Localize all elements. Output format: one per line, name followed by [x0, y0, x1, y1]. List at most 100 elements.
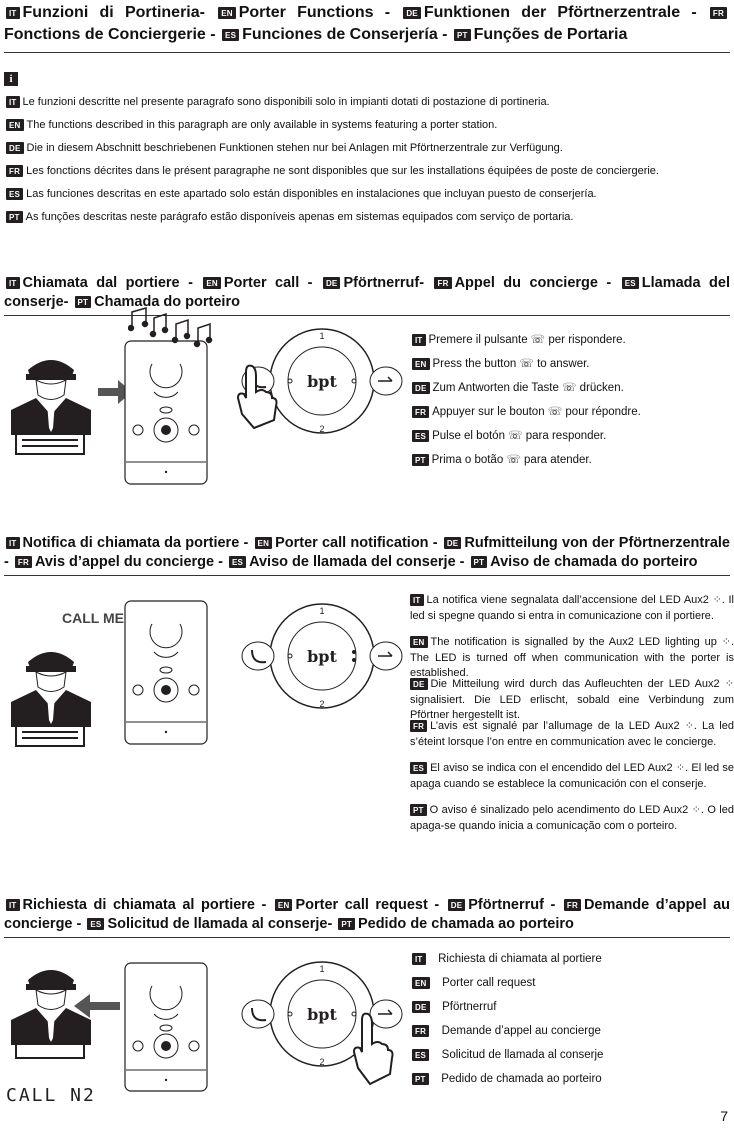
phone-icon: ☏: [506, 454, 521, 466]
control-dial: 1 2 bpt: [241, 603, 403, 709]
phone-icon: ☏: [547, 406, 563, 418]
text-fragment: 1: [319, 331, 324, 341]
call-label: CALL N2: [6, 1085, 96, 1106]
text-fragment: Les fonctions décrites dans le présent p…: [26, 165, 659, 177]
s3-line-pt: PT Pedido de chamada ao porteiro: [412, 1072, 602, 1086]
text-fragment: Llamada del conserje-: [4, 275, 730, 310]
text-fragment: Funktionen der Pförtnerzentrale -: [423, 4, 708, 21]
text-fragment: Pförtnerruf-: [343, 275, 433, 291]
porter-illustration: [11, 652, 91, 747]
language-tag: PT: [412, 453, 429, 466]
language-tag: IT: [6, 6, 20, 19]
language-tag: PT: [453, 28, 471, 41]
text-fragment: Appel du concierge -: [454, 275, 620, 291]
language-tag: IT: [410, 594, 424, 607]
text-fragment: Pförtnerruf: [442, 1001, 497, 1013]
text-fragment: Die in diesem Abschnitt beschriebenen Fu…: [26, 142, 563, 154]
text-fragment: Appuyer sur le bouton: [432, 406, 545, 418]
text-fragment: Pulse el botón: [432, 430, 505, 442]
text-fragment: Pedido de chamada ao porteiro: [441, 1073, 602, 1085]
s3-line-en: EN Porter call request: [412, 976, 535, 990]
text-fragment: bpt: [307, 372, 337, 391]
text-fragment: Demande d’appel au concierge: [441, 1025, 601, 1037]
text-fragment: bpt: [307, 647, 337, 666]
text-fragment: Zum Antworten die Taste: [432, 382, 559, 394]
text-fragment: El aviso se indica con el encendido del …: [410, 762, 734, 790]
page-number: 7: [720, 1108, 728, 1124]
language-tag: EN: [203, 277, 221, 290]
phone-icon: ☏: [530, 334, 546, 346]
language-tag: IT: [6, 537, 20, 550]
text-fragment: Funções de Portaria: [473, 26, 628, 43]
language-tag: ES: [6, 188, 24, 201]
text-fragment: Funzioni di Portineria-: [22, 4, 217, 21]
text-fragment: per rispondere.: [548, 334, 626, 346]
s3-line-es: ES Solicitud de llamada al conserje: [412, 1048, 603, 1062]
text-fragment: 2: [319, 424, 324, 434]
music-notes-icon: [128, 307, 213, 348]
text-fragment: Demande d’appel au concierge -: [4, 897, 730, 932]
language-tag: ES: [222, 28, 240, 41]
text-fragment: Fonctions de Conciergerie -: [4, 26, 221, 43]
language-tag: FR: [410, 720, 428, 733]
language-tag: ES: [412, 1048, 430, 1061]
language-tag: EN: [218, 6, 236, 19]
language-tag: PT: [74, 296, 92, 309]
s3-line-fr: FR Demande d’appel au concierge: [412, 1024, 601, 1038]
text-fragment: Avis d’appel du concierge -: [34, 554, 227, 570]
text-fragment: Solicitud de llamada al conserje: [441, 1049, 604, 1061]
text-fragment: Richiesta di chiamata al portiere: [438, 953, 602, 965]
control-dial: 1 2 bpt: [241, 328, 403, 434]
porter-illustration: [11, 360, 91, 455]
text-fragment: O aviso é sinalizado pelo acendimento do…: [410, 804, 734, 832]
language-tag: FR: [412, 1024, 430, 1037]
language-tag: DE: [403, 6, 421, 19]
language-tag: EN: [412, 976, 430, 989]
text-fragment: Notifica di chiamata da portiere -: [22, 535, 253, 551]
pointing-hand-icon: [352, 1012, 394, 1086]
text-fragment: 1: [319, 606, 324, 616]
language-tag: EN: [274, 899, 293, 912]
language-tag: ES: [228, 556, 247, 569]
phone-icon: ☏: [508, 430, 523, 442]
text-fragment: Die Mitteilung wird durch das Aufleuchte…: [410, 678, 734, 721]
text-fragment: Premere il pulsante: [428, 334, 528, 346]
text-fragment: Richiesta di chiamata al portiere -: [22, 897, 273, 913]
section2-rule: [4, 575, 730, 576]
text-fragment: 2: [319, 1057, 324, 1067]
language-tag: PT: [470, 556, 488, 569]
control-dial: 1 2 bpt: [241, 961, 403, 1067]
phone-icon: ☏: [562, 382, 577, 394]
text-fragment: para atender.: [524, 454, 592, 466]
language-tag: DE: [6, 142, 24, 155]
text-fragment: Funciones de Conserjería -: [242, 26, 452, 43]
s3-line-de: DE Pförtnerruf: [412, 1000, 496, 1014]
text-fragment: As funções descritas neste parágrafo est…: [25, 211, 574, 223]
language-tag: ES: [621, 277, 639, 290]
pointing-hand-icon: [236, 364, 278, 430]
language-tag: IT: [6, 96, 20, 109]
language-tag: FR: [412, 405, 430, 418]
left-arrow-icon: [74, 994, 120, 1018]
right-arrow-icon: [98, 380, 132, 404]
language-tag: EN: [410, 636, 428, 649]
language-tag: IT: [412, 333, 426, 346]
language-tag: ES: [412, 429, 430, 442]
language-tag: DE: [447, 899, 466, 912]
text-fragment: Las funciones descritas en este apartado…: [26, 188, 597, 200]
text-fragment: Porter call request -: [295, 897, 446, 913]
porter-illustration: [11, 970, 91, 1059]
info-icon: i: [4, 72, 18, 86]
handset-device: [124, 962, 208, 1092]
